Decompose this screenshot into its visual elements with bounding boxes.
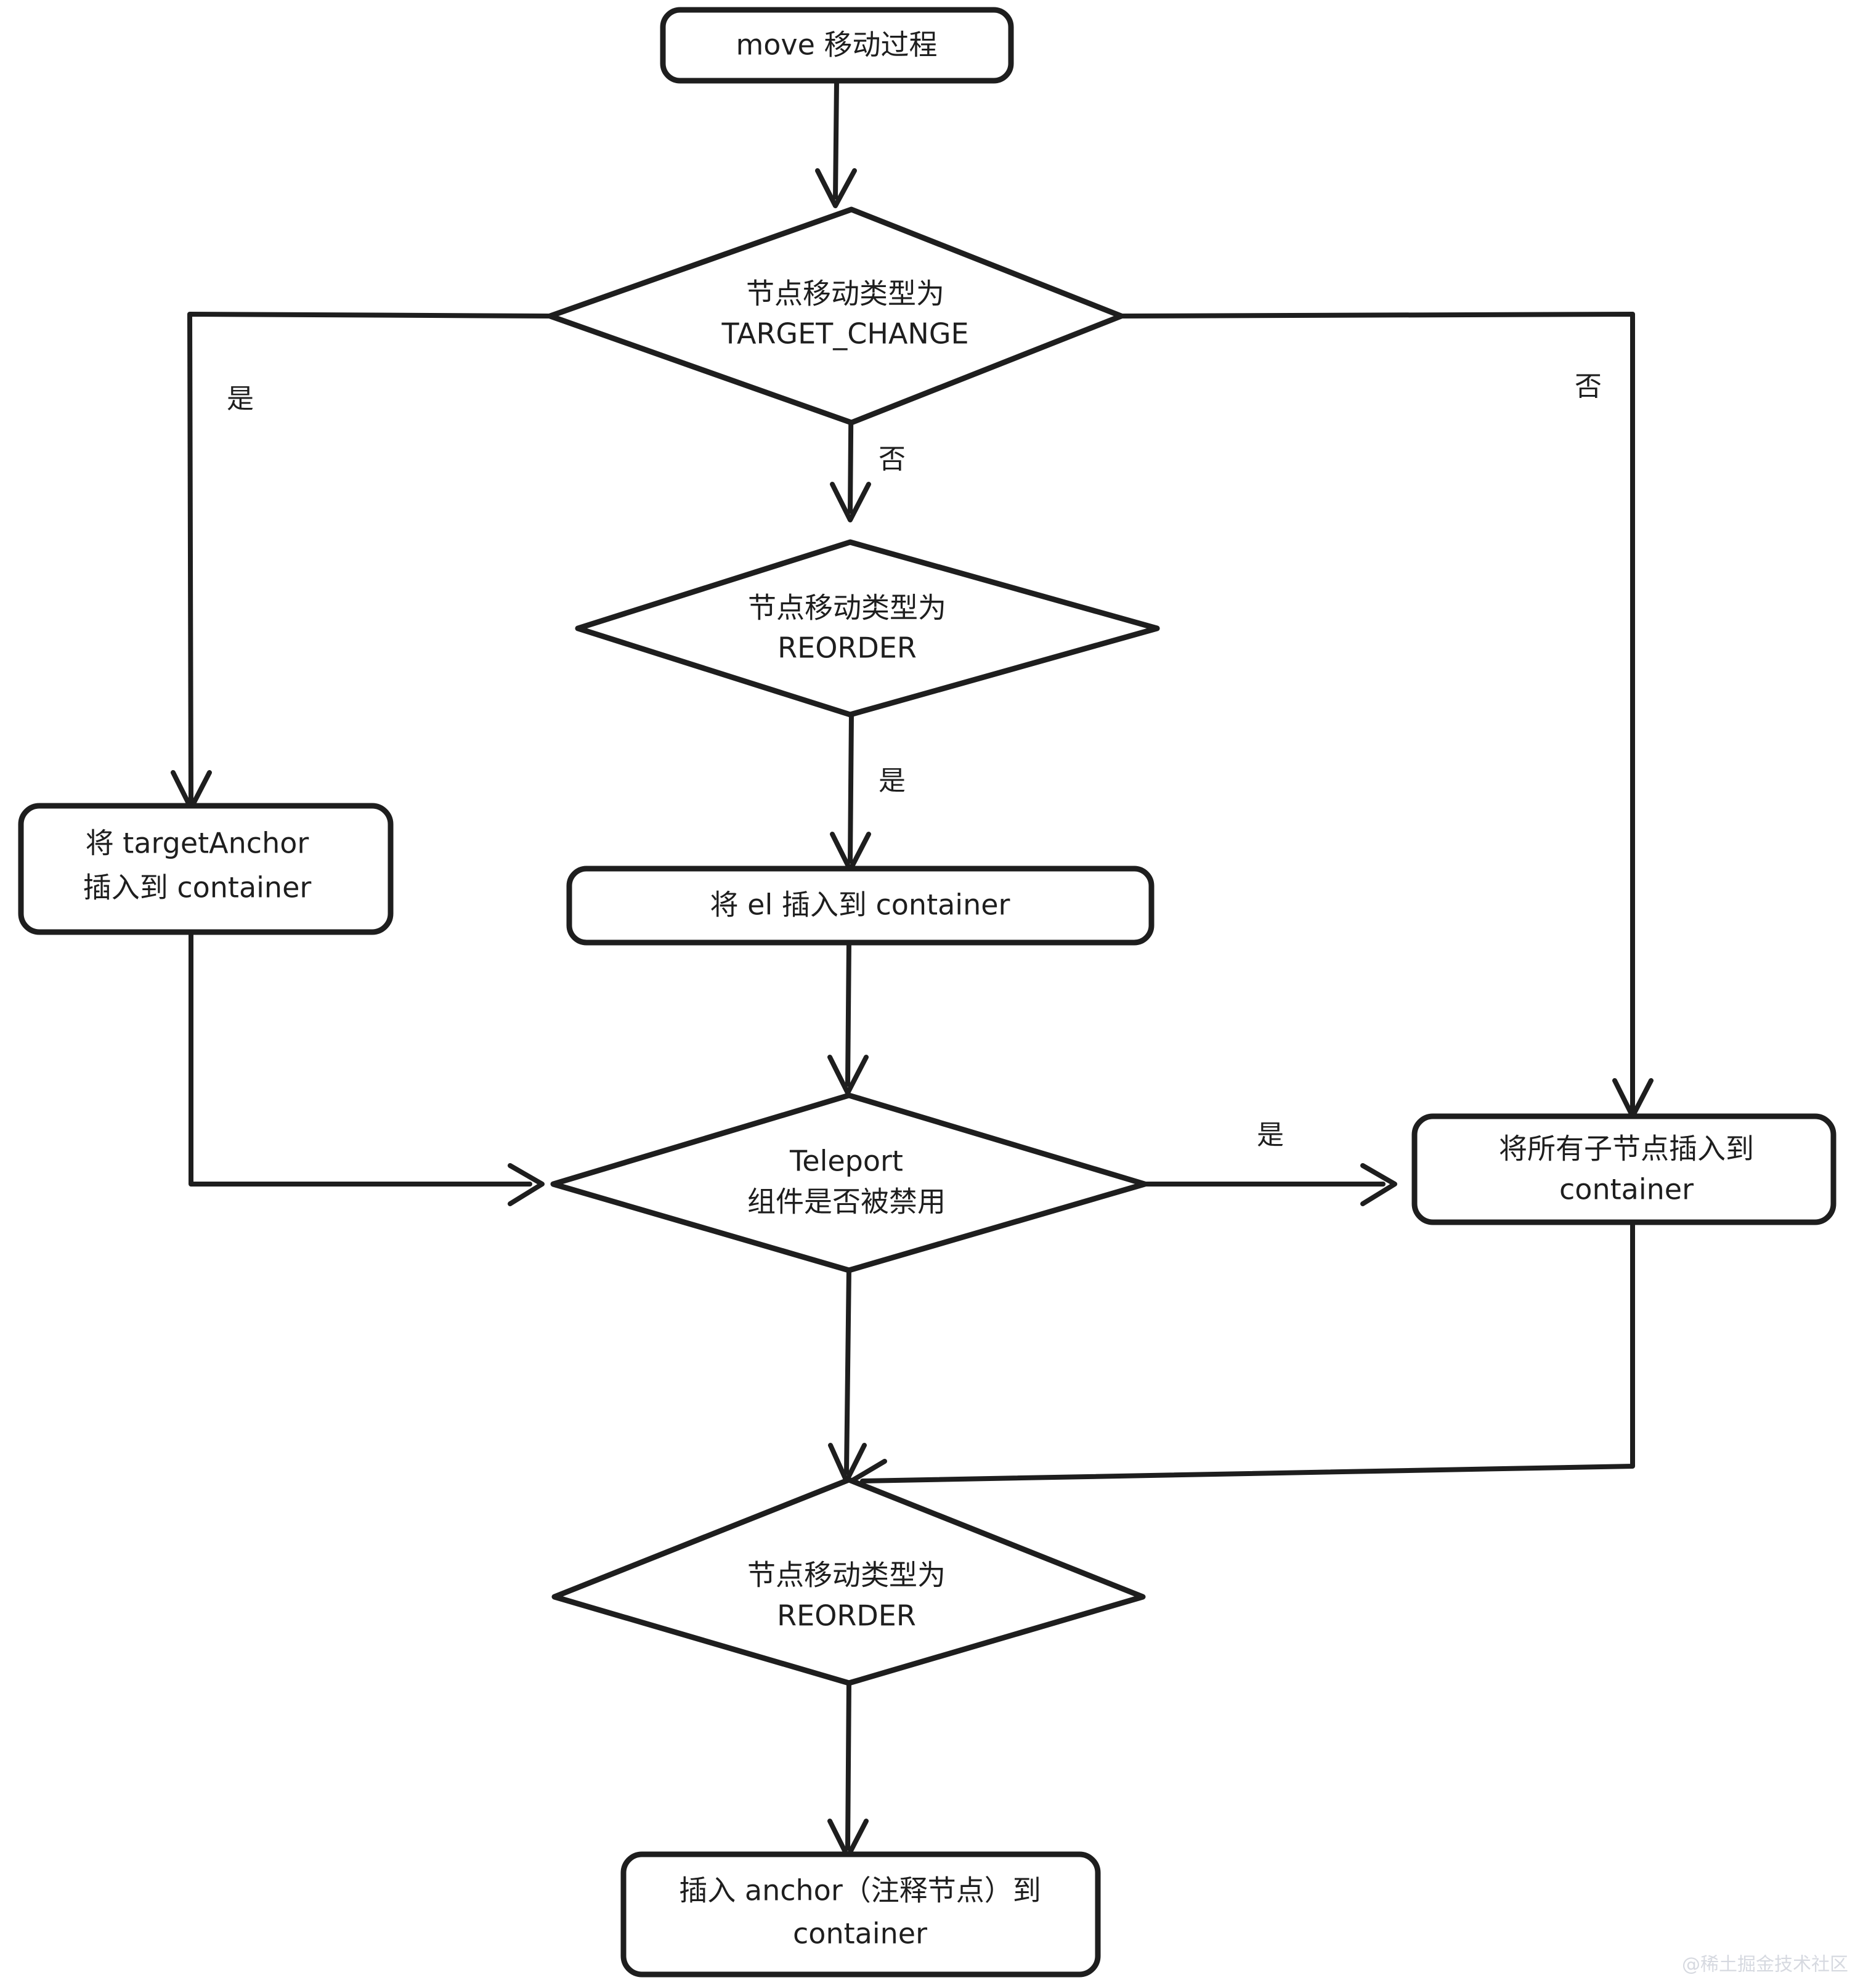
- node-decision-teleport-disabled-border: [550, 1092, 1148, 1273]
- node-insert-target-anchor-border: [18, 803, 394, 935]
- edge-insertel-to-teleport: [845, 940, 851, 1087]
- node-decision-teleport-disabled-line1: Teleport: [789, 1145, 903, 1178]
- watermark-label: @稀土掘金技术社区: [1682, 1954, 1848, 1976]
- node-insert-el-border: [566, 866, 1155, 946]
- node-start-label: move 移动过程: [736, 28, 937, 62]
- node-decision-reorder-2[interactable]: 节点移动类型为 REORDER: [551, 1477, 1146, 1686]
- node-decision-target-change-line2: TARGET_CHANGE: [721, 317, 968, 351]
- edge-label-teleport-yes: 是: [1257, 1119, 1284, 1151]
- node-insert-el[interactable]: 将 el 插入到 container: [566, 866, 1155, 946]
- node-start-border: [660, 7, 1014, 84]
- node-decision-target-change-line1: 节点移动类型为: [746, 277, 944, 310]
- node-insert-anchor-line2: container: [793, 1917, 927, 1950]
- edge-label-target-change-no-right: 否: [1575, 371, 1602, 402]
- node-insert-all-children-border: [1411, 1113, 1837, 1225]
- node-insert-anchor[interactable]: 插入 anchor（注释节点）到 container: [620, 1851, 1101, 1978]
- node-insert-target-anchor[interactable]: 将 targetAnchor 插入到 container: [18, 803, 394, 935]
- node-decision-reorder-2-border: [551, 1477, 1146, 1686]
- edge-label-target-change-no-down: 否: [879, 444, 906, 475]
- edge-decision1-no-down-arrowhead: [830, 482, 871, 522]
- edges-group: [171, 79, 1654, 1859]
- edge-labels-group: 是 否 否 是 是: [227, 371, 1602, 1151]
- edge-label-reorder1-yes: 是: [879, 765, 906, 797]
- node-decision-teleport-disabled[interactable]: Teleport 组件是否被禁用: [550, 1092, 1148, 1273]
- node-insert-target-anchor-line1: 将 targetAnchor: [86, 827, 309, 860]
- edge-teleport-yes-arrowhead: [1360, 1163, 1397, 1206]
- node-decision-reorder-1-line1: 节点移动类型为: [748, 591, 946, 625]
- edge-decision1-no-right: [1119, 312, 1635, 1111]
- edge-label-target-change-yes: 是: [227, 383, 254, 415]
- node-decision-reorder-2-line1: 节点移动类型为: [747, 1559, 946, 1592]
- edge-teleport-to-reorder2: [844, 1267, 851, 1475]
- node-insert-anchor-border: [620, 1851, 1101, 1978]
- node-insert-el-label: 将 el 插入到 container: [710, 888, 1010, 922]
- node-insert-target-anchor-line2: 插入到 container: [83, 871, 312, 904]
- edge-start-to-decision1: [833, 79, 839, 200]
- edge-allchildren-to-reorder2: [860, 1220, 1635, 1483]
- edge-targetanchor-to-teleport: [189, 929, 532, 1187]
- node-decision-reorder-1-border: [575, 539, 1160, 718]
- node-insert-all-children-line2: container: [1559, 1173, 1694, 1206]
- node-insert-all-children[interactable]: 将所有子节点插入到 container: [1411, 1113, 1837, 1225]
- edge-reorder2-to-insertanchor: [845, 1679, 851, 1851]
- node-decision-reorder-1-line2: REORDER: [777, 631, 917, 665]
- edge-decision1-yes: [187, 312, 553, 803]
- edge-targetanchor-to-teleport-arrowhead: [508, 1163, 545, 1206]
- edge-start-to-decision1-arrowhead: [815, 168, 857, 208]
- node-decision-target-change-border: [547, 206, 1124, 426]
- node-start[interactable]: move 移动过程: [660, 7, 1014, 84]
- node-decision-target-change[interactable]: 节点移动类型为 TARGET_CHANGE: [547, 206, 1124, 426]
- node-insert-all-children-line1: 将所有子节点插入到: [1499, 1132, 1754, 1166]
- node-decision-teleport-disabled-line2: 组件是否被禁用: [747, 1185, 946, 1219]
- edge-reorder1-yes: [848, 711, 854, 864]
- node-decision-reorder-1[interactable]: 节点移动类型为 REORDER: [575, 539, 1160, 718]
- node-decision-reorder-2-line2: REORDER: [777, 1599, 916, 1633]
- node-insert-anchor-line1: 插入 anchor（注释节点）到: [679, 1874, 1041, 1907]
